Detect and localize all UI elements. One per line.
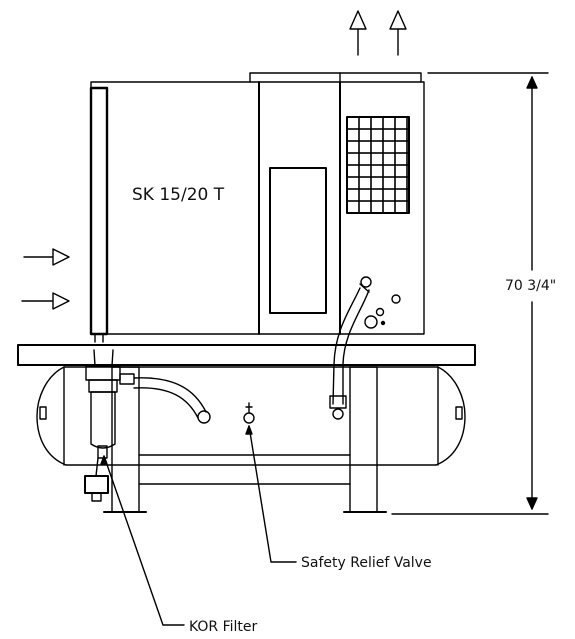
kor-filter-leader xyxy=(103,455,185,626)
cabinet-window xyxy=(269,167,327,314)
safety-relief-valve-arrowhead xyxy=(245,425,253,435)
kor-filter-assembly xyxy=(84,349,135,502)
height-dimension-label: 70 3/4" xyxy=(505,278,556,294)
compressor-cabinet xyxy=(89,72,425,343)
safety-relief-valve xyxy=(243,402,255,424)
safety-relief-valve-leader xyxy=(248,425,297,563)
receiver-tank xyxy=(36,366,466,513)
exhaust-arrow-1 xyxy=(349,10,367,56)
cooling-grill xyxy=(346,116,410,214)
model-label: SK 15/20 T xyxy=(132,185,225,205)
intake-airflow-arrows xyxy=(21,248,70,310)
kor-filter-label: KOR Filter xyxy=(189,619,258,635)
air-hoses xyxy=(133,276,372,424)
exhaust-airflow-arrows xyxy=(349,10,407,56)
exhaust-arrow-2 xyxy=(389,10,407,56)
kor-filter-arrowhead xyxy=(100,455,108,465)
intake-arrow-2 xyxy=(21,292,70,310)
height-dimension-line xyxy=(391,72,549,515)
base-frame-plate xyxy=(17,344,476,366)
safety-relief-valve-label: Safety Relief Valve xyxy=(301,555,432,571)
intake-arrow-1 xyxy=(23,248,70,266)
callout-leaders xyxy=(100,425,297,626)
